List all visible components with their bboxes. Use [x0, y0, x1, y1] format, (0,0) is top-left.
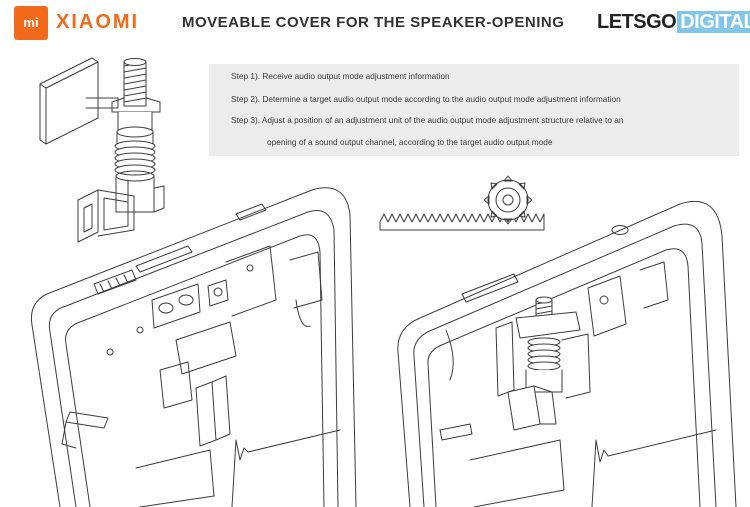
speaker-cover-block [77, 189, 135, 243]
source-logo-prefix: LETSGO [597, 11, 677, 33]
page-title: MOVEABLE COVER FOR THE SPEAKER-OPENING [182, 14, 565, 31]
step-3: Step 3). Adjust a position of an adjustm… [231, 115, 624, 125]
xiaomi-logo: mi [14, 6, 48, 40]
step-2: Step 2). Determine a target audio output… [231, 94, 621, 104]
rack-and-pinion [379, 175, 545, 231]
step-1: Step 1). Receive audio output mode adjus… [231, 71, 450, 81]
adjustment-screw-assembly [111, 58, 165, 213]
installed-mechanism [469, 296, 717, 507]
step-3-continued: opening of a sound output channel, accor… [267, 137, 553, 147]
brand-name: XIAOMI [56, 11, 140, 33]
phone-frame-right [397, 200, 737, 507]
source-logo-suffix: DIGITAL [677, 11, 750, 33]
phone-frame-left [30, 187, 357, 507]
xiaomi-logo-mark: mi [23, 15, 39, 30]
cover-slider-part [39, 57, 119, 145]
steps-panel: Step 1). Receive audio output mode adjus… [209, 64, 739, 156]
